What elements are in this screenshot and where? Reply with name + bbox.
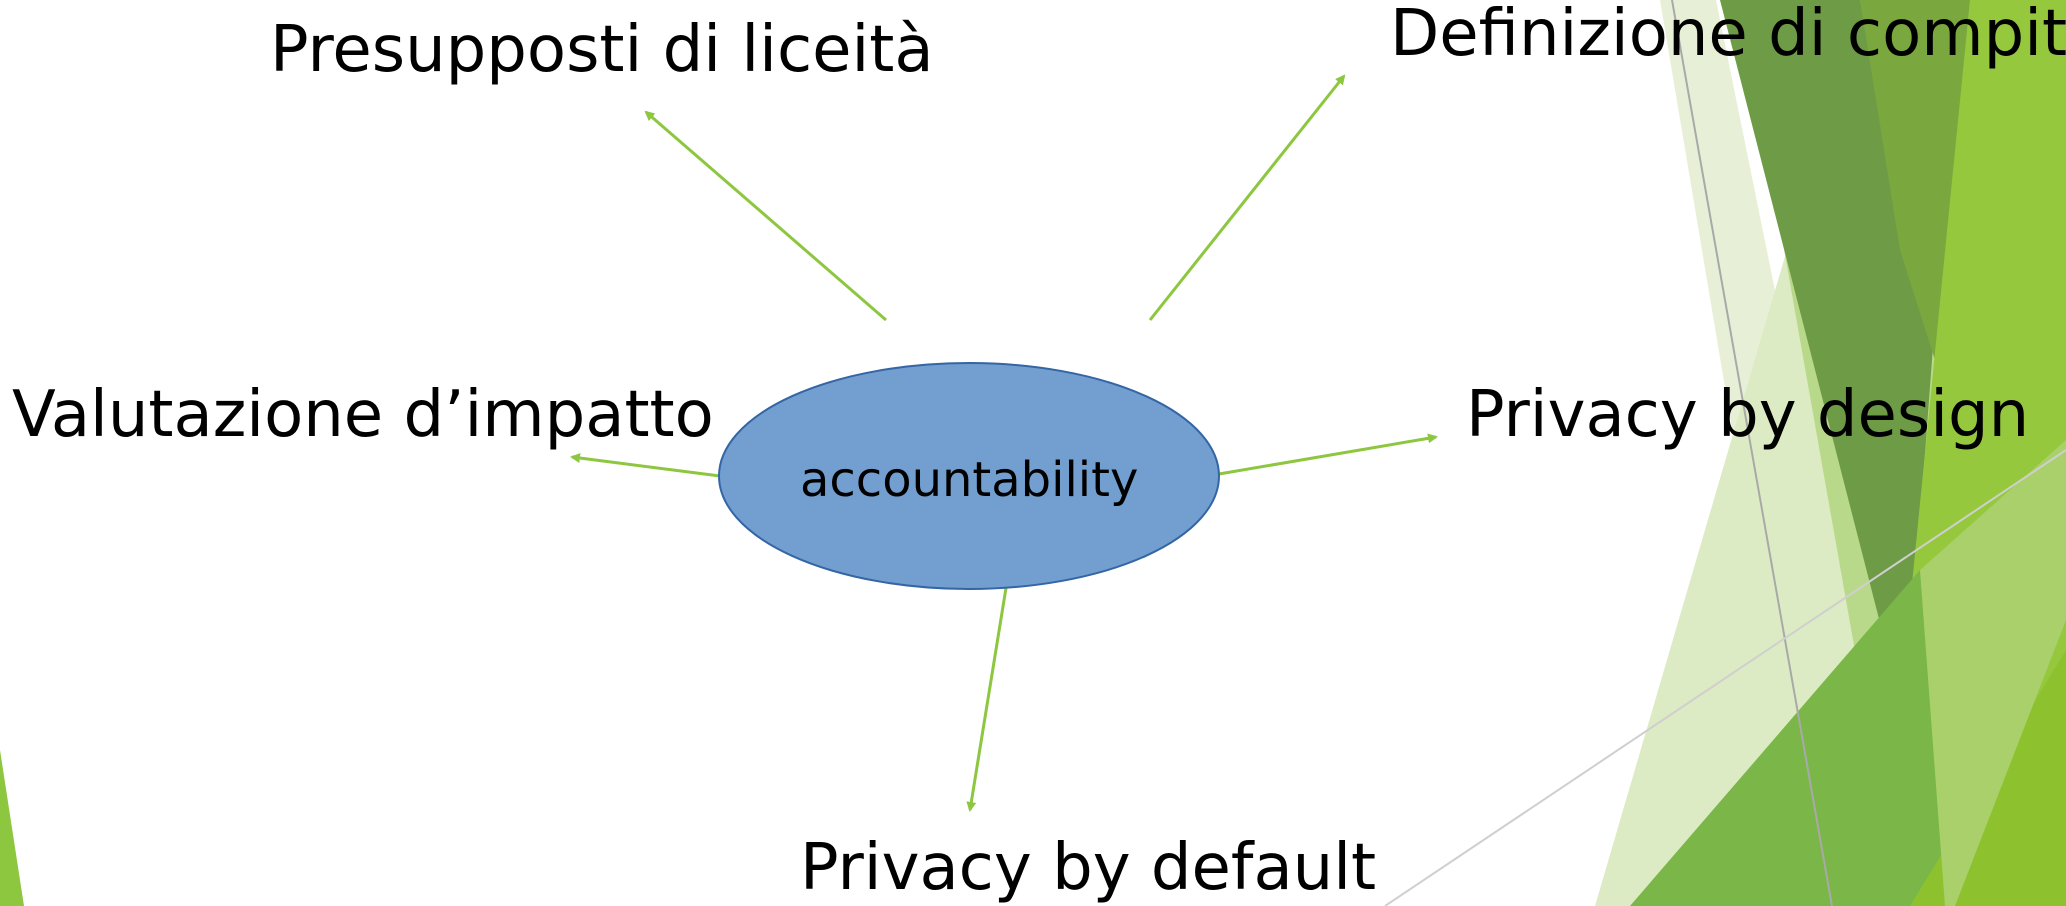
node-privacy-by-default: Privacy by default bbox=[800, 831, 1377, 905]
center-label-accountability: accountability bbox=[800, 452, 1139, 508]
gray-line-2 bbox=[1384, 449, 2066, 906]
node-valutazione-d-impatto: Valutazione d’impatto bbox=[12, 378, 714, 452]
left-accent-shape bbox=[0, 750, 24, 906]
arrow-to-definizione bbox=[1148, 74, 1346, 321]
arrow-to-privacy-default bbox=[966, 587, 1008, 812]
node-presupposti-di-liceita: Presupposti di liceità bbox=[270, 13, 934, 87]
center-ellipse bbox=[718, 362, 1220, 590]
node-definizione-di-compiti: Definizione di compit bbox=[1390, 0, 2066, 71]
gray-line-1 bbox=[1671, 0, 1833, 906]
light-wedge bbox=[1920, 440, 2066, 906]
dark-band-2 bbox=[1860, 0, 1975, 360]
arrow-to-presupposti bbox=[644, 110, 887, 322]
bright-right-2 bbox=[1630, 570, 1945, 906]
arrow-to-valutazione bbox=[570, 453, 721, 478]
node-privacy-by-design: Privacy by design bbox=[1466, 378, 2030, 452]
arrow-to-privacy-design bbox=[1218, 433, 1438, 476]
dark-band bbox=[1720, 0, 1935, 720]
